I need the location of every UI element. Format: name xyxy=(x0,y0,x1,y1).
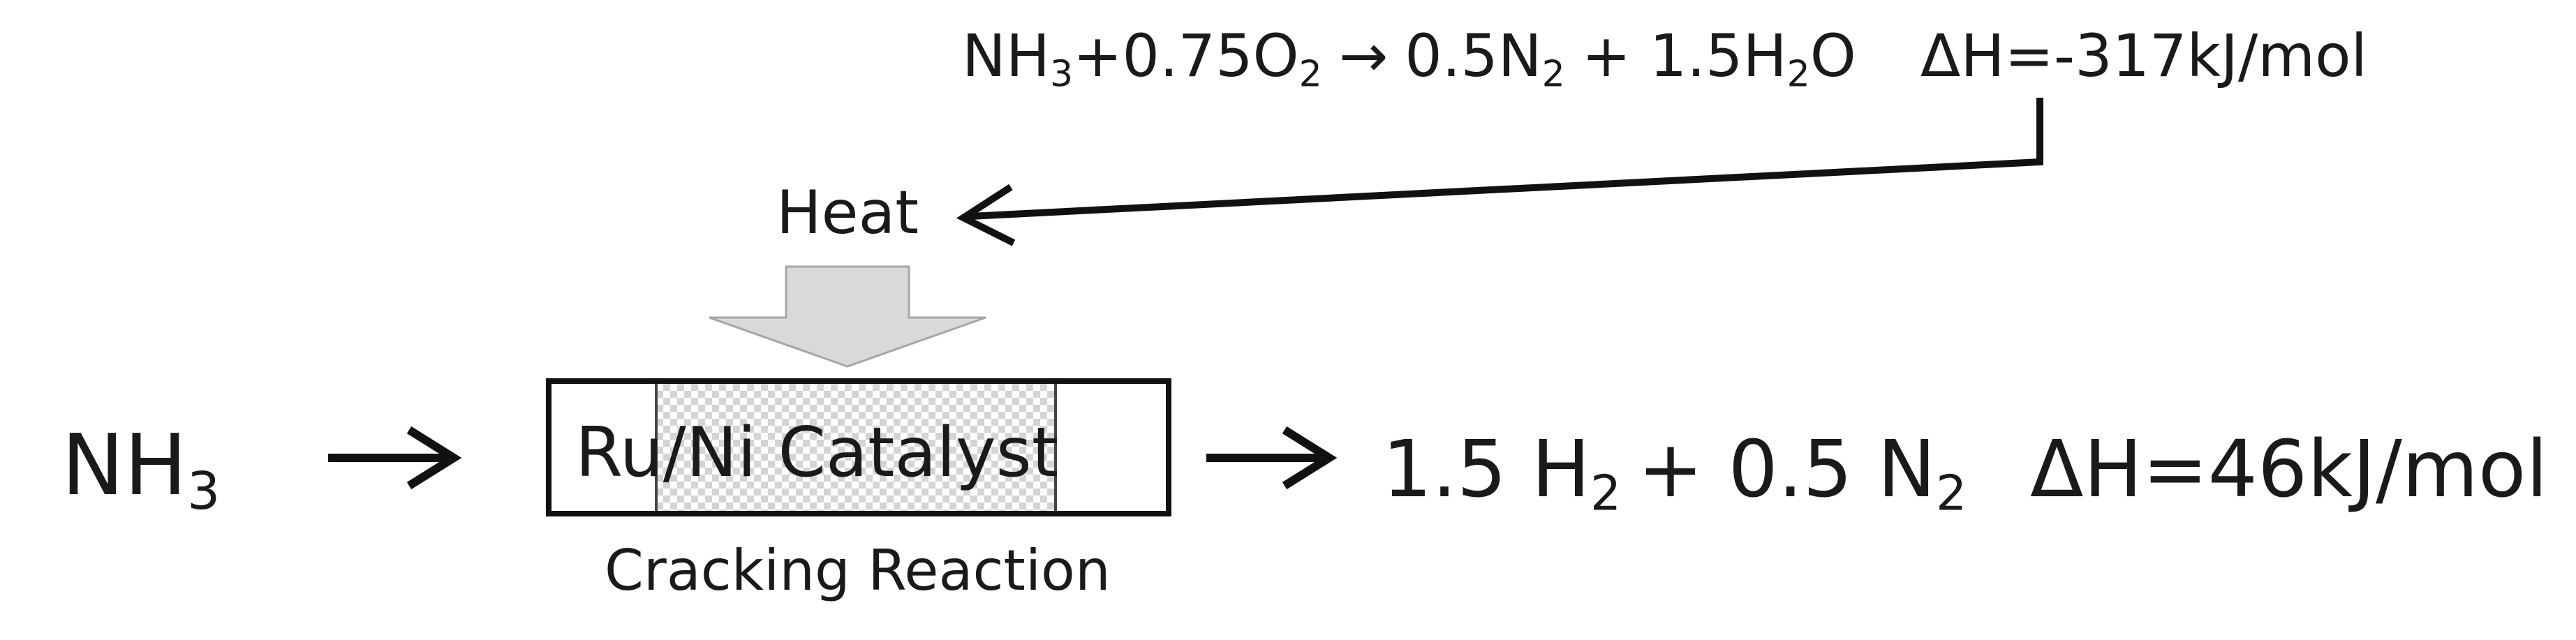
product-arrow-head xyxy=(1282,426,1338,490)
reactor-box xyxy=(546,378,1171,516)
feed-label: NH3 xyxy=(61,424,220,517)
catalyst-label: Ru/Ni Catalyst xyxy=(575,413,1059,493)
heat-label: Heat xyxy=(776,178,919,248)
h2-product-text: 1.5 H xyxy=(1382,424,1590,515)
catalyst-bed xyxy=(656,382,1056,512)
heat-feedback-arrowhead xyxy=(956,184,1016,246)
reaction-arrow-glyph: → xyxy=(1338,22,1389,90)
o2-coefficient-text: +0.75O xyxy=(1073,22,1299,90)
nh3-subscript: 3 xyxy=(1050,53,1074,96)
cracking-reaction-caption: Cracking Reaction xyxy=(605,538,1111,603)
o2-subscript: 2 xyxy=(1298,53,1322,96)
combustion-enthalpy: ΔH=-317kJ/mol xyxy=(1920,22,2367,90)
n2-subscript: 2 xyxy=(1936,466,1967,522)
cracking-products: 1.5 H2+ 0.5 N2 xyxy=(1382,431,1967,518)
h2o-tail-text: O xyxy=(1809,22,1856,90)
feed-text: NH xyxy=(61,417,187,514)
nh3-text: NH xyxy=(962,22,1050,90)
feed-arrow-head xyxy=(406,426,462,490)
n2-product-text: + 0.5 N xyxy=(1638,424,1937,515)
cracking-enthalpy: ΔH=46kJ/mol xyxy=(2030,424,2548,515)
heat-input-arrow xyxy=(709,265,986,368)
h2o-subscript: 2 xyxy=(1786,53,1810,96)
heat-feedback-line xyxy=(970,98,2043,220)
n2-subscript: 2 xyxy=(1541,53,1565,96)
n2-product-text: 0.5N xyxy=(1405,22,1542,90)
h2o-product-text: + 1.5H xyxy=(1581,22,1787,90)
feed-subscript: 3 xyxy=(187,460,221,521)
h2-subscript: 2 xyxy=(1590,466,1622,522)
